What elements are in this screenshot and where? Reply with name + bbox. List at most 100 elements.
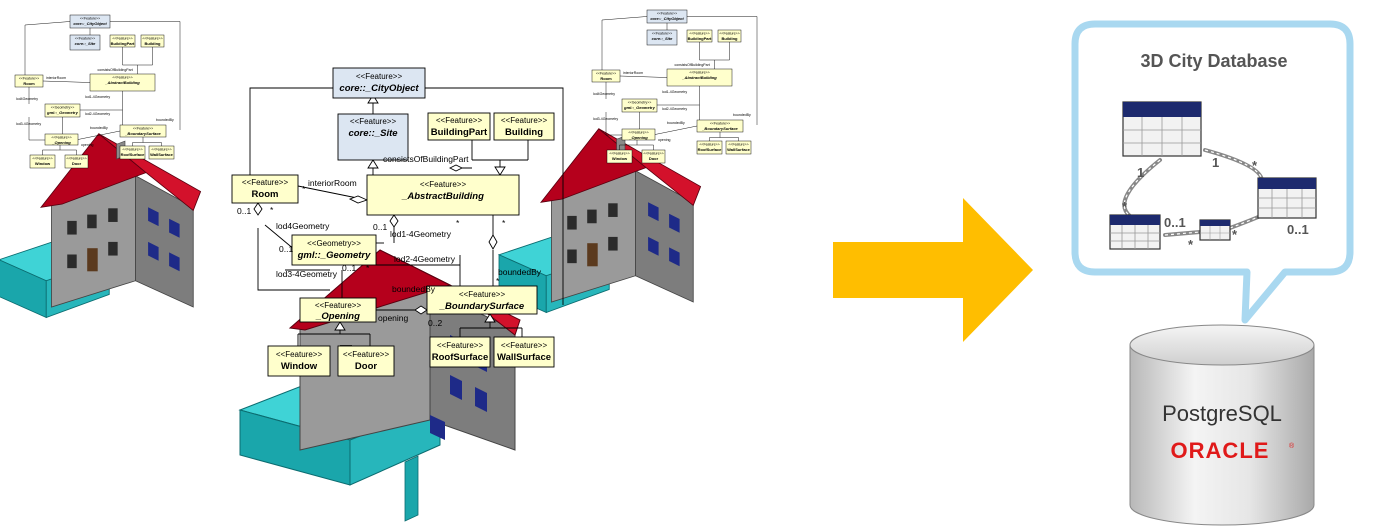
mini-label: lod3-4Geometry [16, 122, 41, 126]
mini-stereotype: <<Feature>> [609, 152, 629, 156]
mini-stereotype: <<Geometry>> [51, 106, 75, 110]
mini-class-name: core::_CityObject [650, 16, 684, 21]
mult-label: 0..2 [428, 318, 442, 328]
mini-label: interiorRoom [46, 76, 66, 80]
mini-label: boundedBy [667, 121, 685, 125]
mini-class-abstract-building: <<Feature>>_AbstractBuilding [666, 68, 733, 87]
label-bounded-by: boundedBy [498, 267, 542, 277]
mini-class-roof-surface: <<Feature>>RoofSurface [696, 140, 723, 155]
mini-stereotype: <<Feature>> [689, 71, 709, 75]
mini-class-name: WallSurface [727, 147, 751, 152]
rel-label: * [1232, 227, 1238, 242]
mult-label: * [270, 205, 274, 215]
rel-label: * [1252, 158, 1258, 173]
mini-label: consistsOfBuildingPart [675, 63, 710, 67]
mini-class-name: core::_Site [652, 36, 673, 41]
class-name: core::_Site [348, 128, 398, 139]
stereotype: <<Feature>> [356, 72, 403, 81]
mini-connector [687, 16, 758, 125]
class-name: _AbstractBuilding [401, 191, 484, 202]
mini-label: opening [658, 138, 671, 142]
mini-connector [42, 145, 61, 155]
mini-class-room: <<Feature>>Room [591, 69, 621, 83]
mini-class-wall-surface: <<Feature>>WallSurface [148, 145, 175, 160]
mini-connector [654, 125, 698, 135]
class-name: Room [252, 189, 279, 200]
mini-class-window: <<Feature>>Window [606, 149, 633, 164]
class-room: <<Feature>> Room [231, 174, 299, 204]
mini-class-building-part: <<Feature>>BuildingPart [686, 29, 713, 43]
label-bounded-by: boundedBy [392, 284, 436, 294]
mult-label: * [366, 263, 370, 273]
class-name: _Opening [315, 311, 360, 322]
label-lod2-4-geometry: lod2-4Geometry [394, 254, 456, 264]
oracle-logo: ORACLE [1171, 438, 1270, 463]
right-mini-uml: <<Feature>>core::_CityObject<<Feature>>c… [591, 9, 758, 164]
class-boundary-surface: <<Feature>> _BoundarySurface [426, 285, 538, 315]
mini-class-name: RoofSurface [698, 147, 723, 152]
mini-connector [601, 16, 648, 70]
right-house-model: <<Feature>>core::_CityObject<<Feature>>c… [498, 9, 758, 314]
rel-label: * [1122, 199, 1128, 214]
mini-class-boundary-surface: <<Feature>>_BoundarySurface [119, 124, 167, 138]
mult-label: 0..1 [279, 244, 293, 254]
mini-stereotype: <<Feature>> [19, 77, 39, 81]
class-building-part: <<Feature>> BuildingPart [427, 112, 491, 141]
stereotype: <<Feature>> [437, 341, 484, 350]
label-lod1-4-geometry: lod1-4Geometry [390, 229, 452, 239]
stereotype: <<Feature>> [436, 116, 483, 125]
rel-label: 1 [1137, 165, 1144, 180]
mini-label: lod3-4Geometry [593, 117, 618, 121]
mini-class-wall-surface: <<Feature>>WallSurface [725, 140, 752, 155]
mini-class-abstract-building: <<Feature>>_AbstractBuilding [89, 73, 156, 92]
class-name: Door [355, 361, 377, 372]
mini-connector [637, 144, 654, 150]
mini-label: interiorRoom [623, 71, 643, 75]
stereotype: <<Feature>> [276, 350, 323, 359]
mini-class-name: BuildingPart [111, 41, 135, 46]
mini-label: lod2-4Geometry [662, 107, 687, 111]
label-lod3-4-geometry: lod3-4Geometry [276, 269, 338, 279]
mini-class-door: <<Feature>>Door [641, 149, 666, 164]
mini-class-name: Room [600, 76, 612, 81]
mini-class-city-object: <<Feature>>core::_CityObject [69, 14, 111, 29]
stereotype: <<Feature>> [501, 116, 548, 125]
mini-stereotype: <<Feature>> [689, 32, 709, 36]
mini-class-name: Door [649, 156, 659, 161]
mini-class-building: <<Feature>>Building [717, 29, 742, 43]
mini-class-building-part: <<Feature>>BuildingPart [109, 34, 136, 48]
mini-connector [28, 117, 45, 141]
mini-stereotype: <<Feature>> [151, 148, 171, 152]
mini-class-door: <<Feature>>Door [64, 154, 89, 169]
mini-class-name: core::_CityObject [73, 21, 107, 26]
class-name: core::_CityObject [339, 83, 419, 94]
mini-class-boundary-surface: <<Feature>>_BoundarySurface [696, 119, 744, 133]
mini-class-name: Window [35, 161, 51, 166]
mini-class-name: core::_Site [75, 41, 96, 46]
mini-stereotype: <<Feature>> [51, 136, 71, 140]
postgresql-logo: PostgreSQL [1162, 401, 1282, 426]
mini-class-name: BuildingPart [688, 36, 712, 41]
database-cylinder: PostgreSQL ORACLE ® [1129, 324, 1315, 526]
mini-class-name: WallSurface [150, 152, 174, 157]
class-opening: <<Feature>> _Opening [299, 297, 377, 323]
mini-stereotype: <<Feature>> [32, 157, 52, 161]
mini-connector [720, 137, 739, 141]
mini-class-name: Room [23, 81, 35, 86]
mini-class-name: _BoundarySurface [701, 126, 738, 131]
mini-label: boundedBy [90, 126, 108, 130]
mult-label: 0..1 [237, 206, 251, 216]
mini-stereotype: <<Feature>> [75, 37, 95, 41]
mini-class-name: _Opening [51, 140, 71, 145]
mini-connector [699, 42, 730, 61]
left-house-model: <<Feature>>core::_CityObject<<Feature>>c… [0, 14, 202, 319]
mini-class-window: <<Feature>>Window [29, 154, 56, 169]
class-door: <<Feature>> Door [337, 345, 395, 377]
stereotype: <<Feature>> [343, 350, 390, 359]
label-consists-of-building-part: consistsOfBuildingPart [383, 154, 469, 164]
class-abstract-building: <<Feature>> _AbstractBuilding [366, 174, 520, 216]
rel-label: * [1188, 237, 1194, 252]
class-name: Window [281, 361, 318, 372]
class-name: Building [505, 127, 543, 138]
